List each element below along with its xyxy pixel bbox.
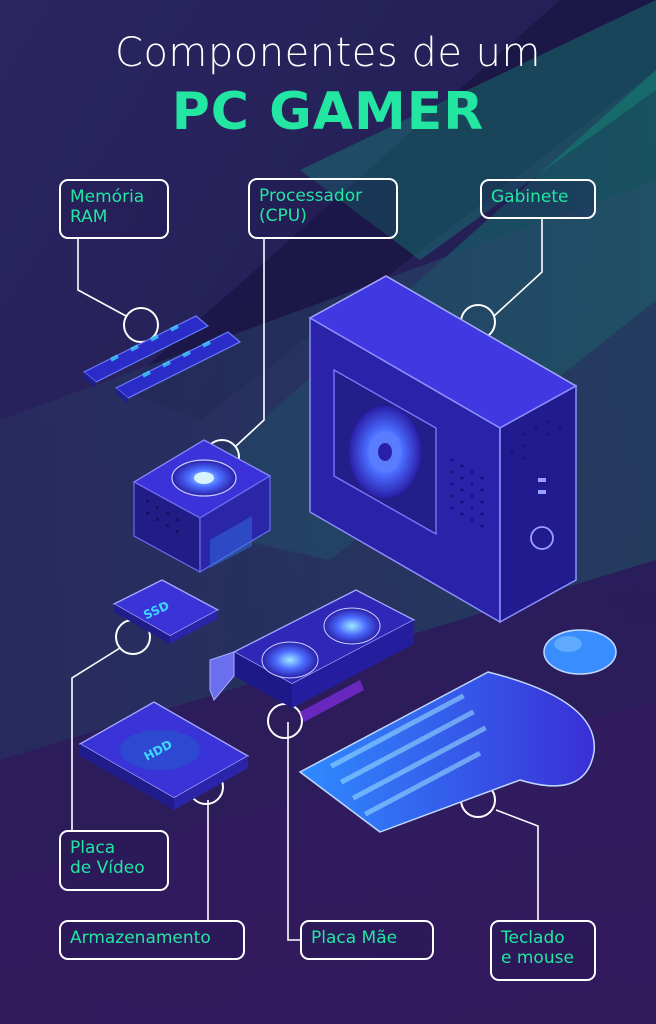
ssd-icon: SSD <box>112 579 220 644</box>
title-line-1: Componentes de um <box>115 30 541 76</box>
connector-cpu <box>235 238 265 447</box>
graphics-card-icon <box>209 589 416 722</box>
cpu-cooler-icon <box>132 439 272 574</box>
connector-ram <box>77 238 127 317</box>
label-motherboard: Placa Mãe <box>300 920 434 960</box>
connector-motherboard <box>287 722 300 941</box>
mouse-icon <box>543 629 617 675</box>
label-gpu: Placa de Vídeo <box>59 830 169 891</box>
title-line-2: PC GAMER <box>171 82 485 142</box>
connector-keyboard <box>495 809 539 920</box>
pc-case-icon <box>308 275 578 624</box>
label-case: Gabinete <box>480 179 596 219</box>
keyboard-icon <box>298 671 595 833</box>
label-ram: Memória RAM <box>59 179 169 239</box>
label-cpu: Processador (CPU) <box>248 178 398 239</box>
hdd-icon: HDD <box>78 701 250 810</box>
connector-case <box>493 218 543 317</box>
label-storage: Armazenamento <box>59 920 245 960</box>
label-keyboard-mouse: Teclado e mouse <box>490 920 596 981</box>
connector-gpu <box>71 647 121 832</box>
connector-lines <box>71 218 543 941</box>
ram-icon <box>82 315 242 404</box>
